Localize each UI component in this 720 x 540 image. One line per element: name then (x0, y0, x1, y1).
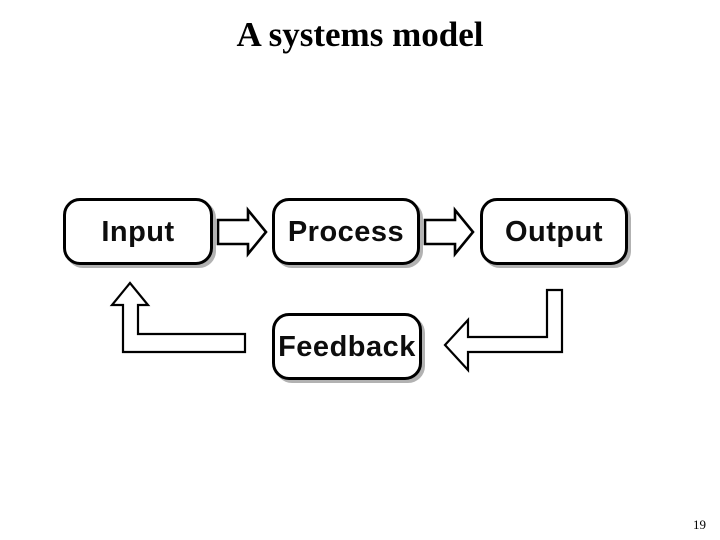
arrow-output-to-feedback (443, 288, 564, 373)
node-input[interactable]: Input (63, 198, 213, 265)
arrow-process-to-output (423, 206, 475, 258)
page-title: A systems model (236, 15, 484, 54)
page-number: 19 (693, 517, 706, 532)
arrow-input-to-process (216, 206, 268, 258)
node-process[interactable]: Process (272, 198, 420, 265)
node-input-label: Input (101, 215, 175, 248)
node-output[interactable]: Output (480, 198, 628, 265)
node-output-label: Output (504, 215, 603, 248)
node-feedback[interactable]: Feedback (272, 313, 422, 380)
node-process-label: Process (287, 215, 405, 248)
node-feedback-label: Feedback (278, 330, 416, 363)
arrow-feedback-to-input (109, 281, 247, 354)
